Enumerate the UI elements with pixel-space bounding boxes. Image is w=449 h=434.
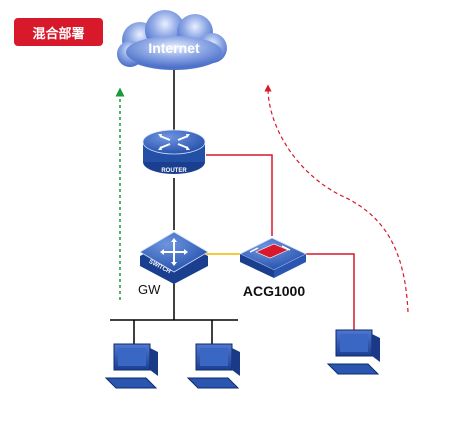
router-icon <box>142 129 206 174</box>
traffic-flow-arrow-red <box>264 84 409 313</box>
internet-cloud: Internet <box>117 10 227 70</box>
computer-1 <box>104 343 158 389</box>
router-device: ROUTER <box>142 129 206 174</box>
deployment-mode-badge: 混合部署 <box>14 18 103 46</box>
computer-icon <box>104 343 158 389</box>
firewall-icon <box>239 237 307 278</box>
link-acg-pc3 <box>306 253 355 330</box>
acg-device: ACG1000 <box>239 237 307 299</box>
router-label: ROUTER <box>161 168 187 174</box>
network-links <box>110 70 355 344</box>
switch-device: SWITCH GW <box>138 231 209 297</box>
computer-icon <box>326 329 380 375</box>
internet-label: Internet <box>148 40 200 56</box>
gateway-label: GW <box>138 282 161 297</box>
link-router-acg <box>206 154 273 236</box>
switch-icon <box>139 231 209 284</box>
computer-2 <box>186 343 240 389</box>
computer-3 <box>326 329 380 375</box>
acg-label: ACG1000 <box>243 283 305 299</box>
computer-icon <box>186 343 240 389</box>
cloud-icon <box>117 10 227 70</box>
